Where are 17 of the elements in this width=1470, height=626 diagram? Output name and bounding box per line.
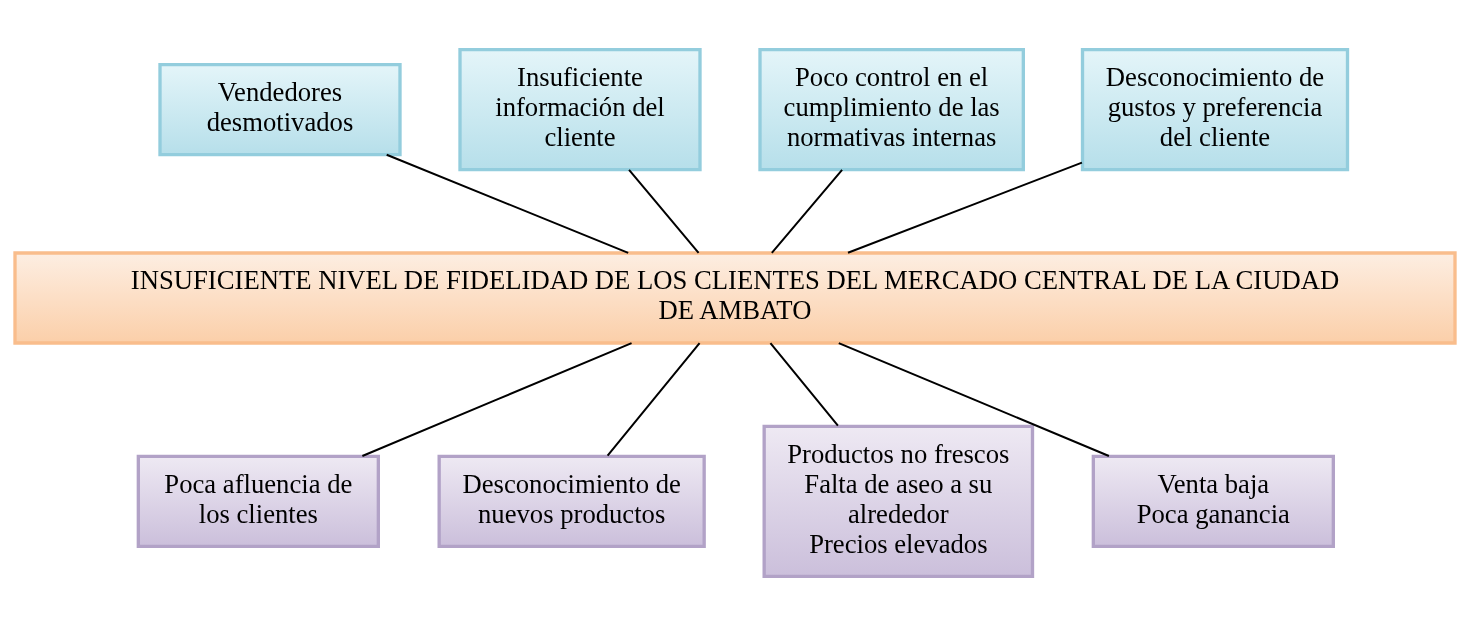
node-box: Desconocimiento de nuevos productos: [437, 454, 706, 548]
connector: [847, 161, 1083, 254]
connector: [628, 168, 700, 254]
connector: [770, 168, 844, 254]
connector: [361, 342, 633, 457]
node-box: Poca afluencia de los clientes: [136, 454, 380, 548]
node-box: Poco control en el cumplimiento de las normativas internas: [758, 48, 1025, 172]
node-box: Vendedores desmotivados: [158, 63, 402, 157]
connector: [385, 153, 630, 254]
node-box: Insuficiente información del cliente: [458, 48, 702, 172]
connector: [606, 342, 701, 457]
connector: [769, 342, 839, 427]
node-box: Desconocimiento de gustos y preferencia del cliente: [1080, 48, 1350, 172]
node-box: Productos no frescos Falta de aseo a su alrededor Precios elevados: [762, 424, 1035, 578]
node-box: Venta baja Poca ganancia: [1091, 454, 1335, 548]
node-box: INSUFICIENTE NIVEL DE FIDELIDAD DE LOS CLIENTES DEL MERCADO CENTRAL DE LA CIUDAD DE AMBATO: [13, 251, 1457, 345]
connector: [837, 342, 1110, 457]
